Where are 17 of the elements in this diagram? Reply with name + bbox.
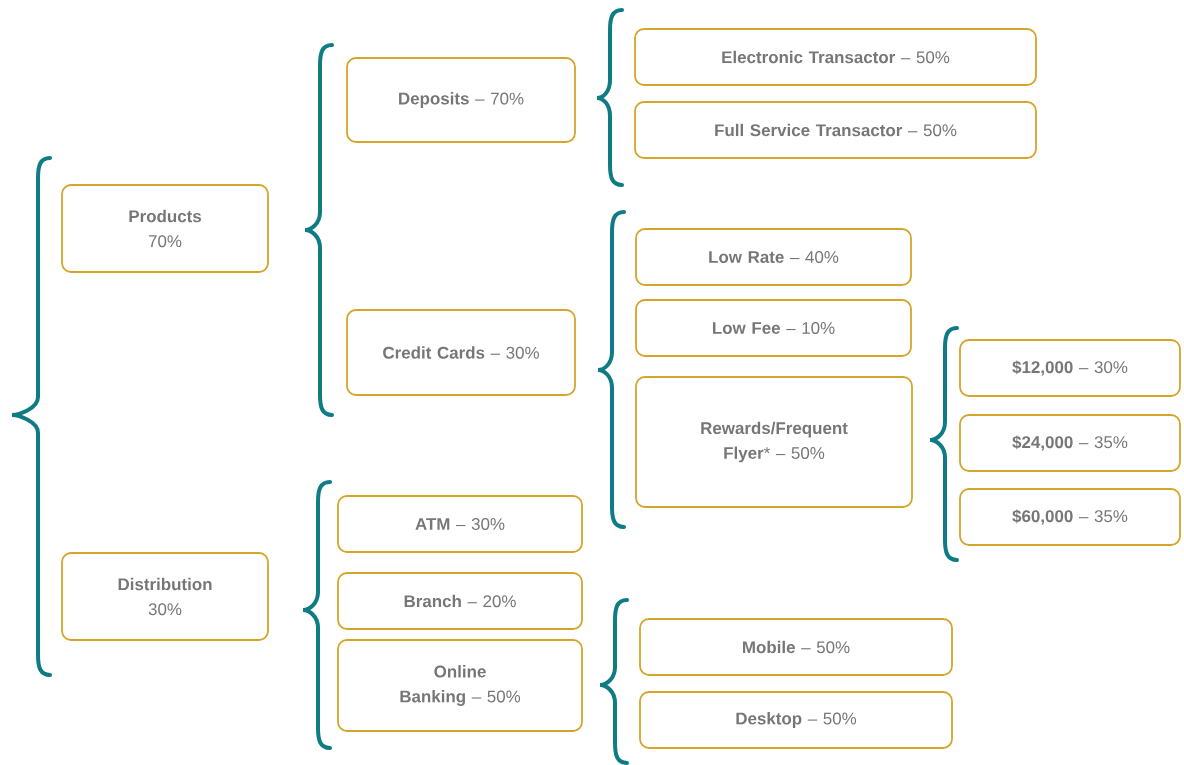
category-box: Desktop – 50% [639, 691, 953, 749]
category-box: Rewards/Frequent Flyer* – 50% [635, 376, 913, 508]
category-box: Deposits – 70% [346, 57, 576, 143]
category-box: $60,000 – 35% [959, 488, 1181, 546]
category-box: Branch – 20% [337, 572, 583, 630]
category-box: Credit Cards – 30% [346, 309, 576, 396]
category-box: Low Rate – 40% [635, 228, 912, 286]
category-box: ATM – 30% [337, 495, 583, 553]
category-box: Mobile – 50% [639, 618, 953, 676]
category-box: Products 70% [61, 184, 269, 273]
category-box: $24,000 – 35% [959, 414, 1181, 472]
category-box: Full Service Transactor – 50% [634, 101, 1037, 159]
category-box: Online Banking – 50% [337, 639, 583, 732]
category-box: Distribution 30% [61, 552, 269, 641]
category-box: Low Fee – 10% [635, 299, 912, 357]
category-box: $12,000 – 30% [959, 339, 1181, 397]
category-box: Electronic Transactor – 50% [634, 28, 1037, 86]
